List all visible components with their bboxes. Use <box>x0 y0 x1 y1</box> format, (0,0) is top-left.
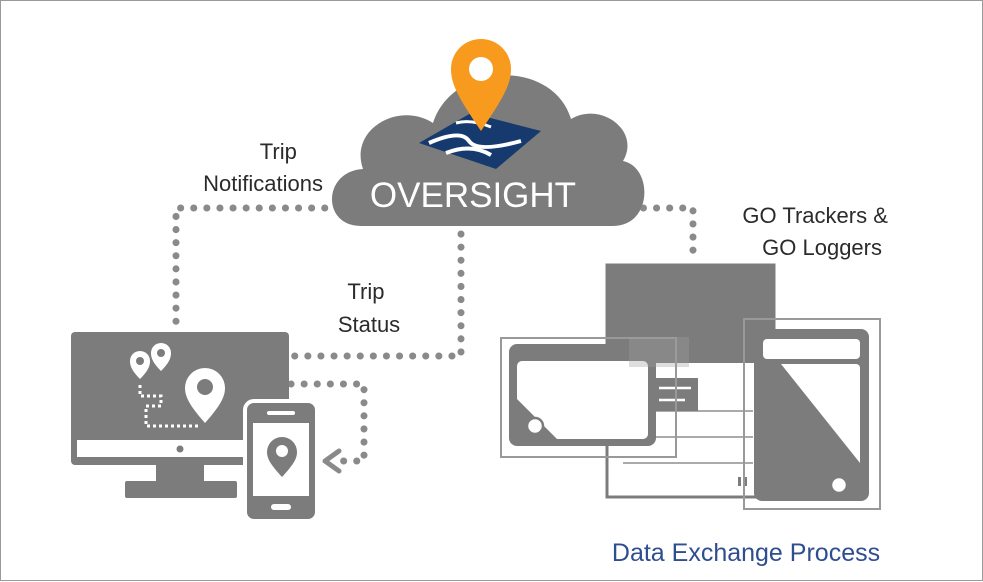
monitor-icon <box>71 332 289 498</box>
mobile-feedback-line <box>287 380 368 465</box>
connectors <box>172 204 697 474</box>
go-devices-line-2: GO Loggers <box>762 235 882 260</box>
trip-status-line <box>287 230 465 360</box>
map-icon <box>419 113 541 169</box>
go-devices-group <box>500 263 881 510</box>
trip-notifications-line-1: Trip <box>260 139 297 164</box>
logger-device-icon <box>743 318 881 510</box>
go-devices-line <box>587 204 697 267</box>
arrowhead-icon <box>322 448 342 474</box>
map-pin-icon <box>450 38 511 131</box>
trip-notifications-line-2: Notifications <box>203 171 323 196</box>
oversight-cloud: OVERSIGHT <box>331 38 645 226</box>
trip-notifications-line <box>172 204 355 335</box>
cloud-title: OVERSIGHT <box>370 176 576 215</box>
go-devices-line-1: GO Trackers & <box>742 203 888 228</box>
trip-status-label: Trip Status <box>338 279 400 337</box>
smartphone-icon <box>243 399 319 523</box>
diagram-caption: Data Exchange Process <box>612 539 880 567</box>
route-pins-icon <box>130 343 225 428</box>
tracker-device-icon <box>500 337 677 458</box>
trip-notifications-label: Trip Notifications <box>203 139 323 196</box>
go-devices-label: GO Trackers & GO Loggers <box>742 203 894 260</box>
trip-status-line-1: Trip <box>347 279 384 304</box>
trip-status-line-2: Status <box>338 312 400 337</box>
